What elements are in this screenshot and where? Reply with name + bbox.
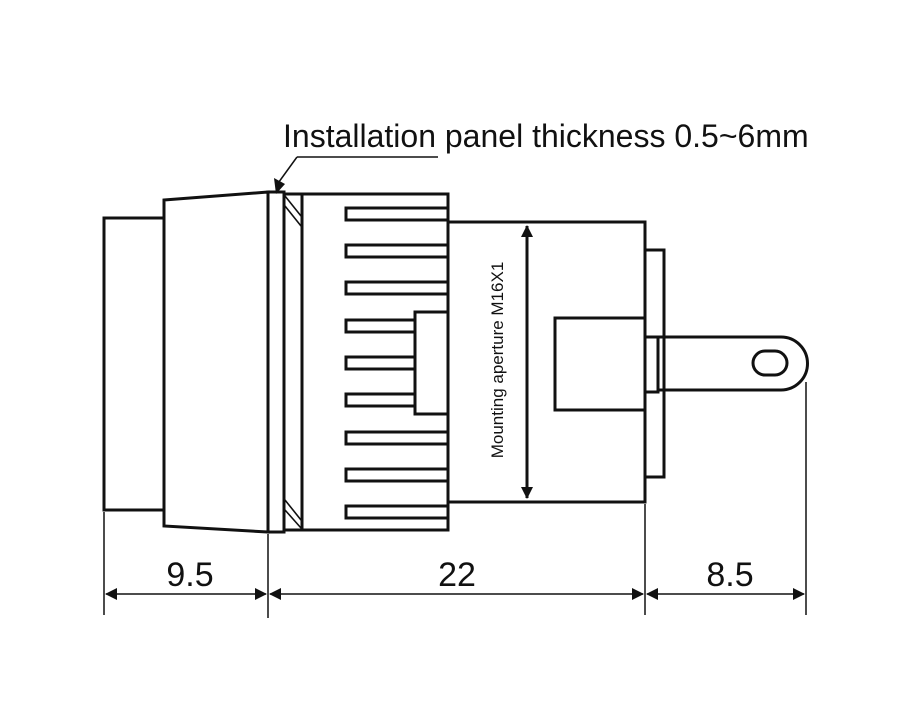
dimension-value-front: 9.5 xyxy=(166,556,213,594)
rear-collar xyxy=(645,335,660,394)
rear-flange xyxy=(645,248,666,479)
housing-fins xyxy=(344,206,448,520)
front-bezel xyxy=(162,190,270,534)
callout-leader xyxy=(274,156,438,194)
panel-washer xyxy=(266,190,304,534)
extension-lines xyxy=(103,382,807,618)
solder-tab-hole xyxy=(751,349,789,377)
center-notch xyxy=(413,310,448,416)
button-cap xyxy=(102,216,166,512)
terminal-box xyxy=(553,316,647,412)
dimension-value-tail: 8.5 xyxy=(706,556,753,594)
mounting-aperture-label: Mounting aperture M16X1 xyxy=(488,262,507,459)
dimension-value-body: 22 xyxy=(438,556,476,594)
solder-tab xyxy=(658,335,809,392)
panel-thickness-callout: Installation panel thickness 0.5~6mm xyxy=(283,118,809,154)
